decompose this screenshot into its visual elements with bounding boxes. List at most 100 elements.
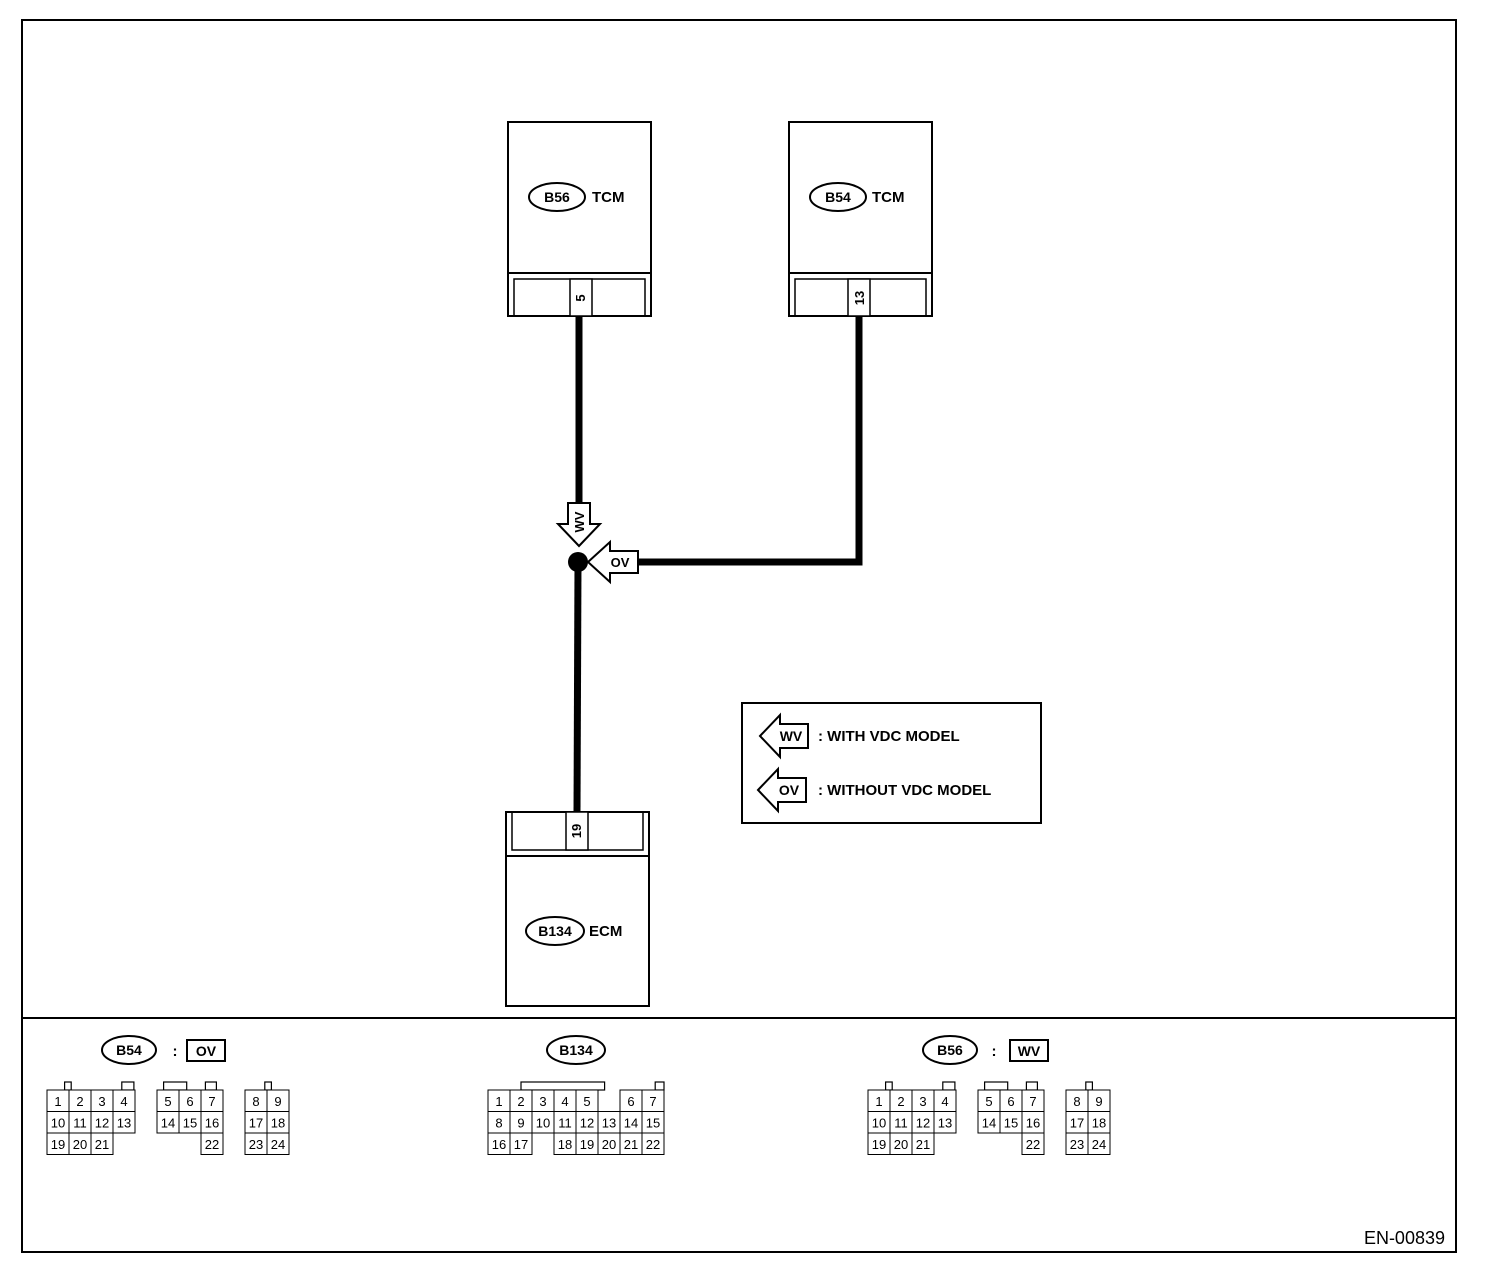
legend-ov-tag: OV (779, 782, 800, 798)
pin-cell: 19 (867, 1132, 891, 1155)
pin-cell: 2 (509, 1089, 533, 1112)
connector-view-id: B54 (116, 1042, 142, 1058)
pin-number: 13 (852, 291, 867, 305)
pin-cell: 6 (178, 1089, 202, 1112)
pin-label: 16 (205, 1115, 219, 1130)
pin-cell: 7 (1021, 1089, 1045, 1112)
pin-cell: 3 (531, 1089, 555, 1112)
pin-label: 18 (558, 1137, 572, 1152)
pin-number: 19 (569, 824, 584, 838)
pin-label: 3 (539, 1094, 546, 1109)
pin-cell: 14 (977, 1111, 1001, 1134)
pin-label: 17 (249, 1115, 263, 1130)
pin-cell: 11 (553, 1111, 577, 1134)
pin-cell: 3 (90, 1089, 114, 1112)
pin-label: 5 (583, 1094, 590, 1109)
pin-label: 21 (95, 1137, 109, 1152)
pin-label: 13 (938, 1115, 952, 1130)
pin-cell: 14 (619, 1111, 643, 1134)
pin-cell: 21 (911, 1132, 935, 1155)
pin-label: 18 (1092, 1115, 1106, 1130)
pin-label: 2 (517, 1094, 524, 1109)
pin-cell: 19 (46, 1132, 70, 1155)
pin-label: 9 (274, 1094, 281, 1109)
pin-label: 1 (875, 1094, 882, 1109)
pin-label: 24 (1092, 1137, 1106, 1152)
legend-ov-text: : WITHOUT VDC MODEL (818, 782, 991, 799)
legend-wv-tag: WV (780, 728, 803, 744)
pin-label: 19 (580, 1137, 594, 1152)
pin-cell: 15 (178, 1111, 202, 1134)
pin-label: 4 (561, 1094, 568, 1109)
pin-label: 10 (536, 1115, 550, 1130)
legend-wv-text: : WITH VDC MODEL (818, 728, 960, 745)
pin-cell: 15 (641, 1111, 665, 1134)
model-tag: OV (196, 1043, 217, 1059)
pin-label: 21 (916, 1137, 930, 1152)
pin-cell: 9 (509, 1111, 533, 1134)
pin-cell: 4 (112, 1089, 136, 1112)
pin-label: 22 (1026, 1137, 1040, 1152)
pin-cell: 17 (244, 1111, 268, 1134)
connector-view-b54-title: B54 : OV (101, 1035, 226, 1065)
pin-cell: 5 (575, 1089, 599, 1112)
pin-cell: 8 (1065, 1089, 1089, 1112)
pin-cell: 18 (266, 1111, 290, 1134)
pin-label: 19 (872, 1137, 886, 1152)
module-name: TCM (592, 189, 625, 206)
legend: WV : WITH VDC MODEL OV : WITHOUT VDC MOD… (741, 702, 1042, 824)
pin-label: 12 (95, 1115, 109, 1130)
pin-cell: 20 (68, 1132, 92, 1155)
pin-cell: 5 (156, 1089, 180, 1112)
pin-label: 6 (1007, 1094, 1014, 1109)
pin-label: 14 (624, 1115, 638, 1130)
pin-label: 4 (120, 1094, 127, 1109)
connector-id-badge (528, 182, 586, 212)
pin-label: 15 (183, 1115, 197, 1130)
pin-cell: 11 (889, 1111, 913, 1134)
ov-tag: OV (611, 555, 630, 570)
ov-legend-arrow-icon (756, 766, 807, 814)
pin-label: 16 (1026, 1115, 1040, 1130)
pin-label: 11 (73, 1115, 87, 1130)
pin-cell: 10 (867, 1111, 891, 1134)
pin-cell: 16 (200, 1111, 224, 1134)
pin-label: 23 (1070, 1137, 1084, 1152)
pin-label: 4 (941, 1094, 948, 1109)
connector-outline (63, 1081, 272, 1091)
pin-cell: 10 (531, 1111, 555, 1134)
pin-label: 2 (76, 1094, 83, 1109)
pin-cell: 9 (1087, 1089, 1111, 1112)
pin-label: 23 (249, 1137, 263, 1152)
pin-cell: 5 (977, 1089, 1001, 1112)
connector-view-id: B56 (937, 1042, 963, 1058)
wv-junction-arrow: WV (555, 502, 603, 548)
pin-cell: 3 (911, 1089, 935, 1112)
pin-label: 15 (646, 1115, 660, 1130)
module-name: ECM (589, 923, 622, 940)
pin-cell: 14 (156, 1111, 180, 1134)
pin-cell: 6 (619, 1089, 643, 1112)
ecm-b134-module: B134 ECM 19 (505, 811, 650, 1007)
pin-label: 8 (495, 1115, 502, 1130)
pin-label: 12 (916, 1115, 930, 1130)
pin-cell: 23 (244, 1132, 268, 1155)
pin-cell: 19 (575, 1132, 599, 1155)
pin-cell: 23 (1065, 1132, 1089, 1155)
separator: : (992, 1043, 997, 1060)
wv-legend-arrow-icon (758, 712, 809, 760)
pin-cell: 7 (200, 1089, 224, 1112)
wire-harness (573, 316, 863, 813)
pin-label: 19 (51, 1137, 65, 1152)
pin-cell: 12 (90, 1111, 114, 1134)
connector-id-badge (809, 182, 867, 212)
pin-label: 17 (1070, 1115, 1084, 1130)
diagram-frame (21, 19, 1457, 1253)
pin-cell: 18 (1087, 1111, 1111, 1134)
pin-label: 12 (580, 1115, 594, 1130)
connector-id: B54 (825, 189, 851, 205)
pin-cell: 18 (553, 1132, 577, 1155)
pin-cell: 7 (641, 1089, 665, 1112)
